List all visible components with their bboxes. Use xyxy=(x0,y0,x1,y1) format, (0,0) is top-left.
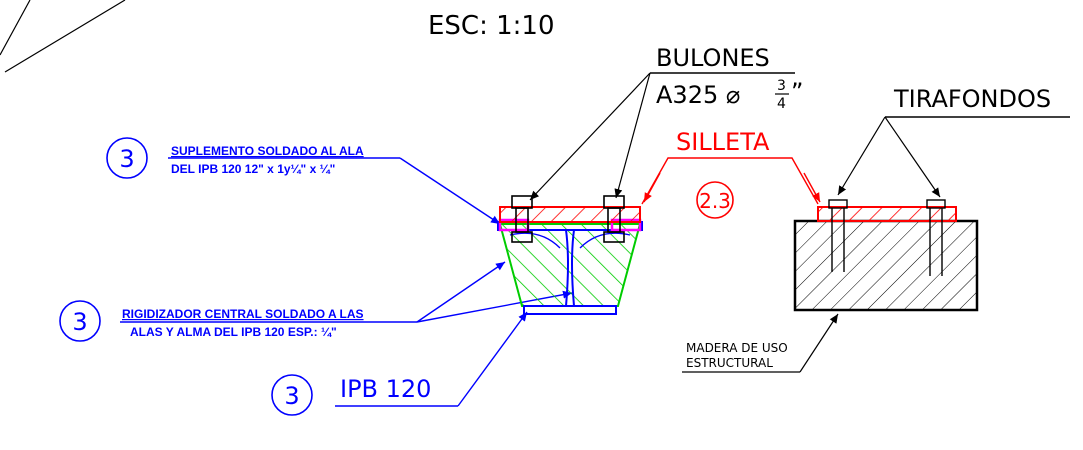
timber-block xyxy=(793,219,979,312)
scale-label: ESC: 1:10 xyxy=(428,11,555,41)
central-stiffener xyxy=(498,223,642,307)
silleta-ref-circle xyxy=(696,181,734,219)
callout-suplemento-line1: SUPLEMENTO SOLDADO AL ALA xyxy=(171,144,364,158)
bulones-label: BULONES xyxy=(656,44,770,72)
callout-rigidizador: 3 RIGIDIZADOR CENTRAL SOLDADO A LAS ALAS… xyxy=(59,261,573,342)
timber-assembly xyxy=(793,199,979,312)
bulones-fraction-den: 4 xyxy=(777,96,786,112)
bulones-spec: A325 ⌀ xyxy=(656,81,740,109)
bulones-fraction-num: 3 xyxy=(777,78,786,94)
tirafondos-label-group: TIRAFONDOS xyxy=(837,85,1070,198)
callout-ipb: 3 IPB 120 xyxy=(271,311,528,416)
silleta-label: SILLETA xyxy=(676,128,770,156)
madera-label-group: MADERA DE USO ESTRUCTURAL xyxy=(682,313,839,373)
tirafondos-label: TIRAFONDOS xyxy=(893,85,1051,113)
silleta-plate-right xyxy=(817,206,957,222)
silleta-plate-left xyxy=(499,206,641,223)
bulones-label-group: BULONES A325 ⌀ 3 4 ” xyxy=(529,44,803,201)
beam-assembly xyxy=(497,195,643,315)
bulones-inch-mark: ” xyxy=(791,78,803,106)
callout-suplemento: 3 SUPLEMENTO SOLDADO AL ALA DEL IPB 120 … xyxy=(106,137,501,225)
callout-ipb-number: 3 xyxy=(284,382,299,410)
callout-suplemento-line2: DEL IPB 120 12" x 1y¼" x ¼" xyxy=(171,162,335,176)
callout-suplemento-number: 3 xyxy=(119,145,134,173)
callout-rigidizador-number: 3 xyxy=(72,308,87,336)
madera-line2: ESTRUCTURAL xyxy=(686,356,773,370)
madera-line1: MADERA DE USO xyxy=(686,341,788,355)
silleta-ref-number: 2.3 xyxy=(699,189,731,213)
silleta-label-group: SILLETA 2.3 xyxy=(641,128,821,219)
callout-rigidizador-line2: ALAS Y ALMA DEL IPB 120 ESP.: ¼" xyxy=(130,325,337,339)
callout-ipb-label: IPB 120 xyxy=(340,375,431,403)
callout-rigidizador-line1: RIGIDIZADOR CENTRAL SOLDADO A LAS xyxy=(122,307,364,321)
corner-leader-lines xyxy=(0,0,126,73)
